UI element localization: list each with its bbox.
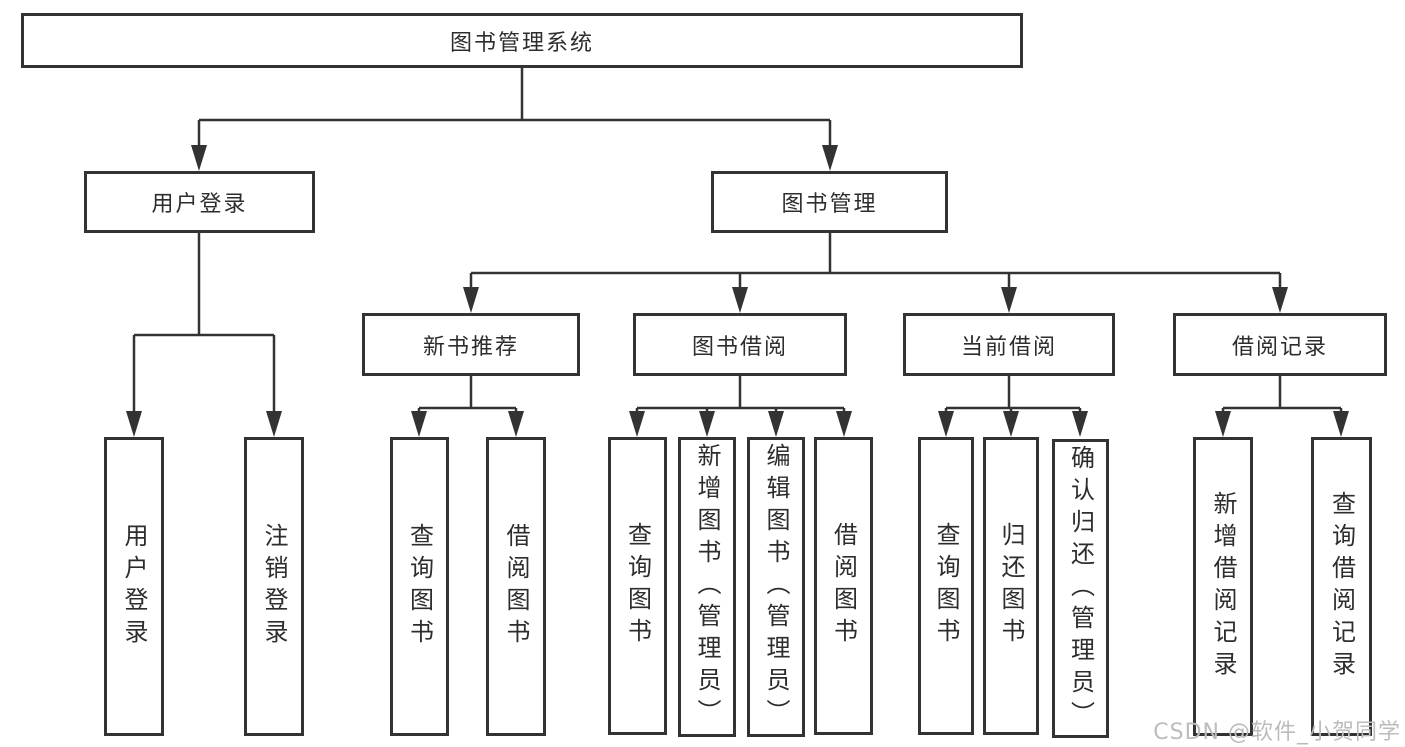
leaf-edit-book-admin: 编辑图书（管理员）	[747, 437, 805, 737]
leaf-return-books-label: 归还图书	[997, 522, 1025, 650]
node-root: 图书管理系统	[21, 13, 1023, 68]
leaf-borrow-books: 借阅图书	[814, 437, 873, 735]
node-borrow-records: 借阅记录	[1173, 313, 1387, 376]
leaf-confirm-return-admin: 确认归还（管理员）	[1052, 439, 1109, 738]
leaf-user-login: 用户登录	[104, 437, 164, 736]
leaf-borrow-books-recommend-label: 借阅图书	[502, 522, 530, 651]
leaf-user-login-label: 用户登录	[120, 522, 148, 651]
node-root-label: 图书管理系统	[449, 30, 594, 56]
connector-book-management	[463, 233, 1288, 313]
connector-borrow-records	[1215, 376, 1349, 437]
leaf-query-books-recommend-label: 查询图书	[405, 522, 434, 651]
node-current-borrow-label: 当前借阅	[960, 334, 1057, 360]
node-book-borrow-label: 图书借阅	[691, 334, 788, 360]
node-book-management: 图书管理	[711, 171, 948, 233]
leaf-borrow-books-label: 借阅图书	[829, 522, 858, 650]
leaf-add-book-admin: 新增图书（管理员）	[678, 437, 736, 737]
leaf-query-books-borrow-label: 查询图书	[623, 522, 652, 650]
leaf-return-books: 归还图书	[983, 437, 1039, 735]
leaf-query-books-recommend: 查询图书	[390, 437, 449, 736]
node-book-borrow: 图书借阅	[633, 313, 847, 376]
leaf-add-borrow-record: 新增借阅记录	[1193, 437, 1253, 736]
leaf-add-book-admin-label: 新增图书（管理员）	[693, 443, 721, 731]
node-borrow-records-label: 借阅记录	[1231, 334, 1328, 360]
watermark: CSDN @软件_小贺同学	[1153, 720, 1401, 745]
leaf-logout-label: 注销登录	[260, 522, 288, 651]
leaf-query-borrow-record: 查询借阅记录	[1311, 437, 1372, 736]
connector-current-borrow	[938, 376, 1088, 437]
leaf-add-borrow-record-label: 新增借阅记录	[1209, 490, 1237, 683]
leaf-query-books-current-label: 查询图书	[932, 522, 960, 650]
node-user-login-label: 用户登录	[151, 192, 248, 217]
node-current-borrow: 当前借阅	[903, 313, 1115, 376]
connector-user-login	[126, 233, 282, 437]
connector-new-book-recommend	[411, 376, 524, 437]
node-user-login: 用户登录	[84, 171, 315, 233]
node-new-book-recommend: 新书推荐	[362, 313, 580, 376]
connector-book-borrow	[629, 376, 852, 437]
leaf-logout: 注销登录	[244, 437, 304, 736]
leaf-query-books-borrow: 查询图书	[608, 437, 667, 735]
leaf-query-borrow-record-label: 查询借阅记录	[1327, 490, 1356, 683]
leaf-query-books-current: 查询图书	[918, 437, 974, 735]
leaf-edit-book-admin-label: 编辑图书（管理员）	[762, 443, 790, 731]
node-new-book-recommend-label: 新书推荐	[422, 334, 519, 360]
leaf-confirm-return-admin-label: 确认归还（管理员）	[1066, 444, 1095, 733]
connector-root	[191, 68, 838, 171]
node-book-management-label: 图书管理	[781, 192, 878, 217]
leaf-borrow-books-recommend: 借阅图书	[486, 437, 546, 736]
